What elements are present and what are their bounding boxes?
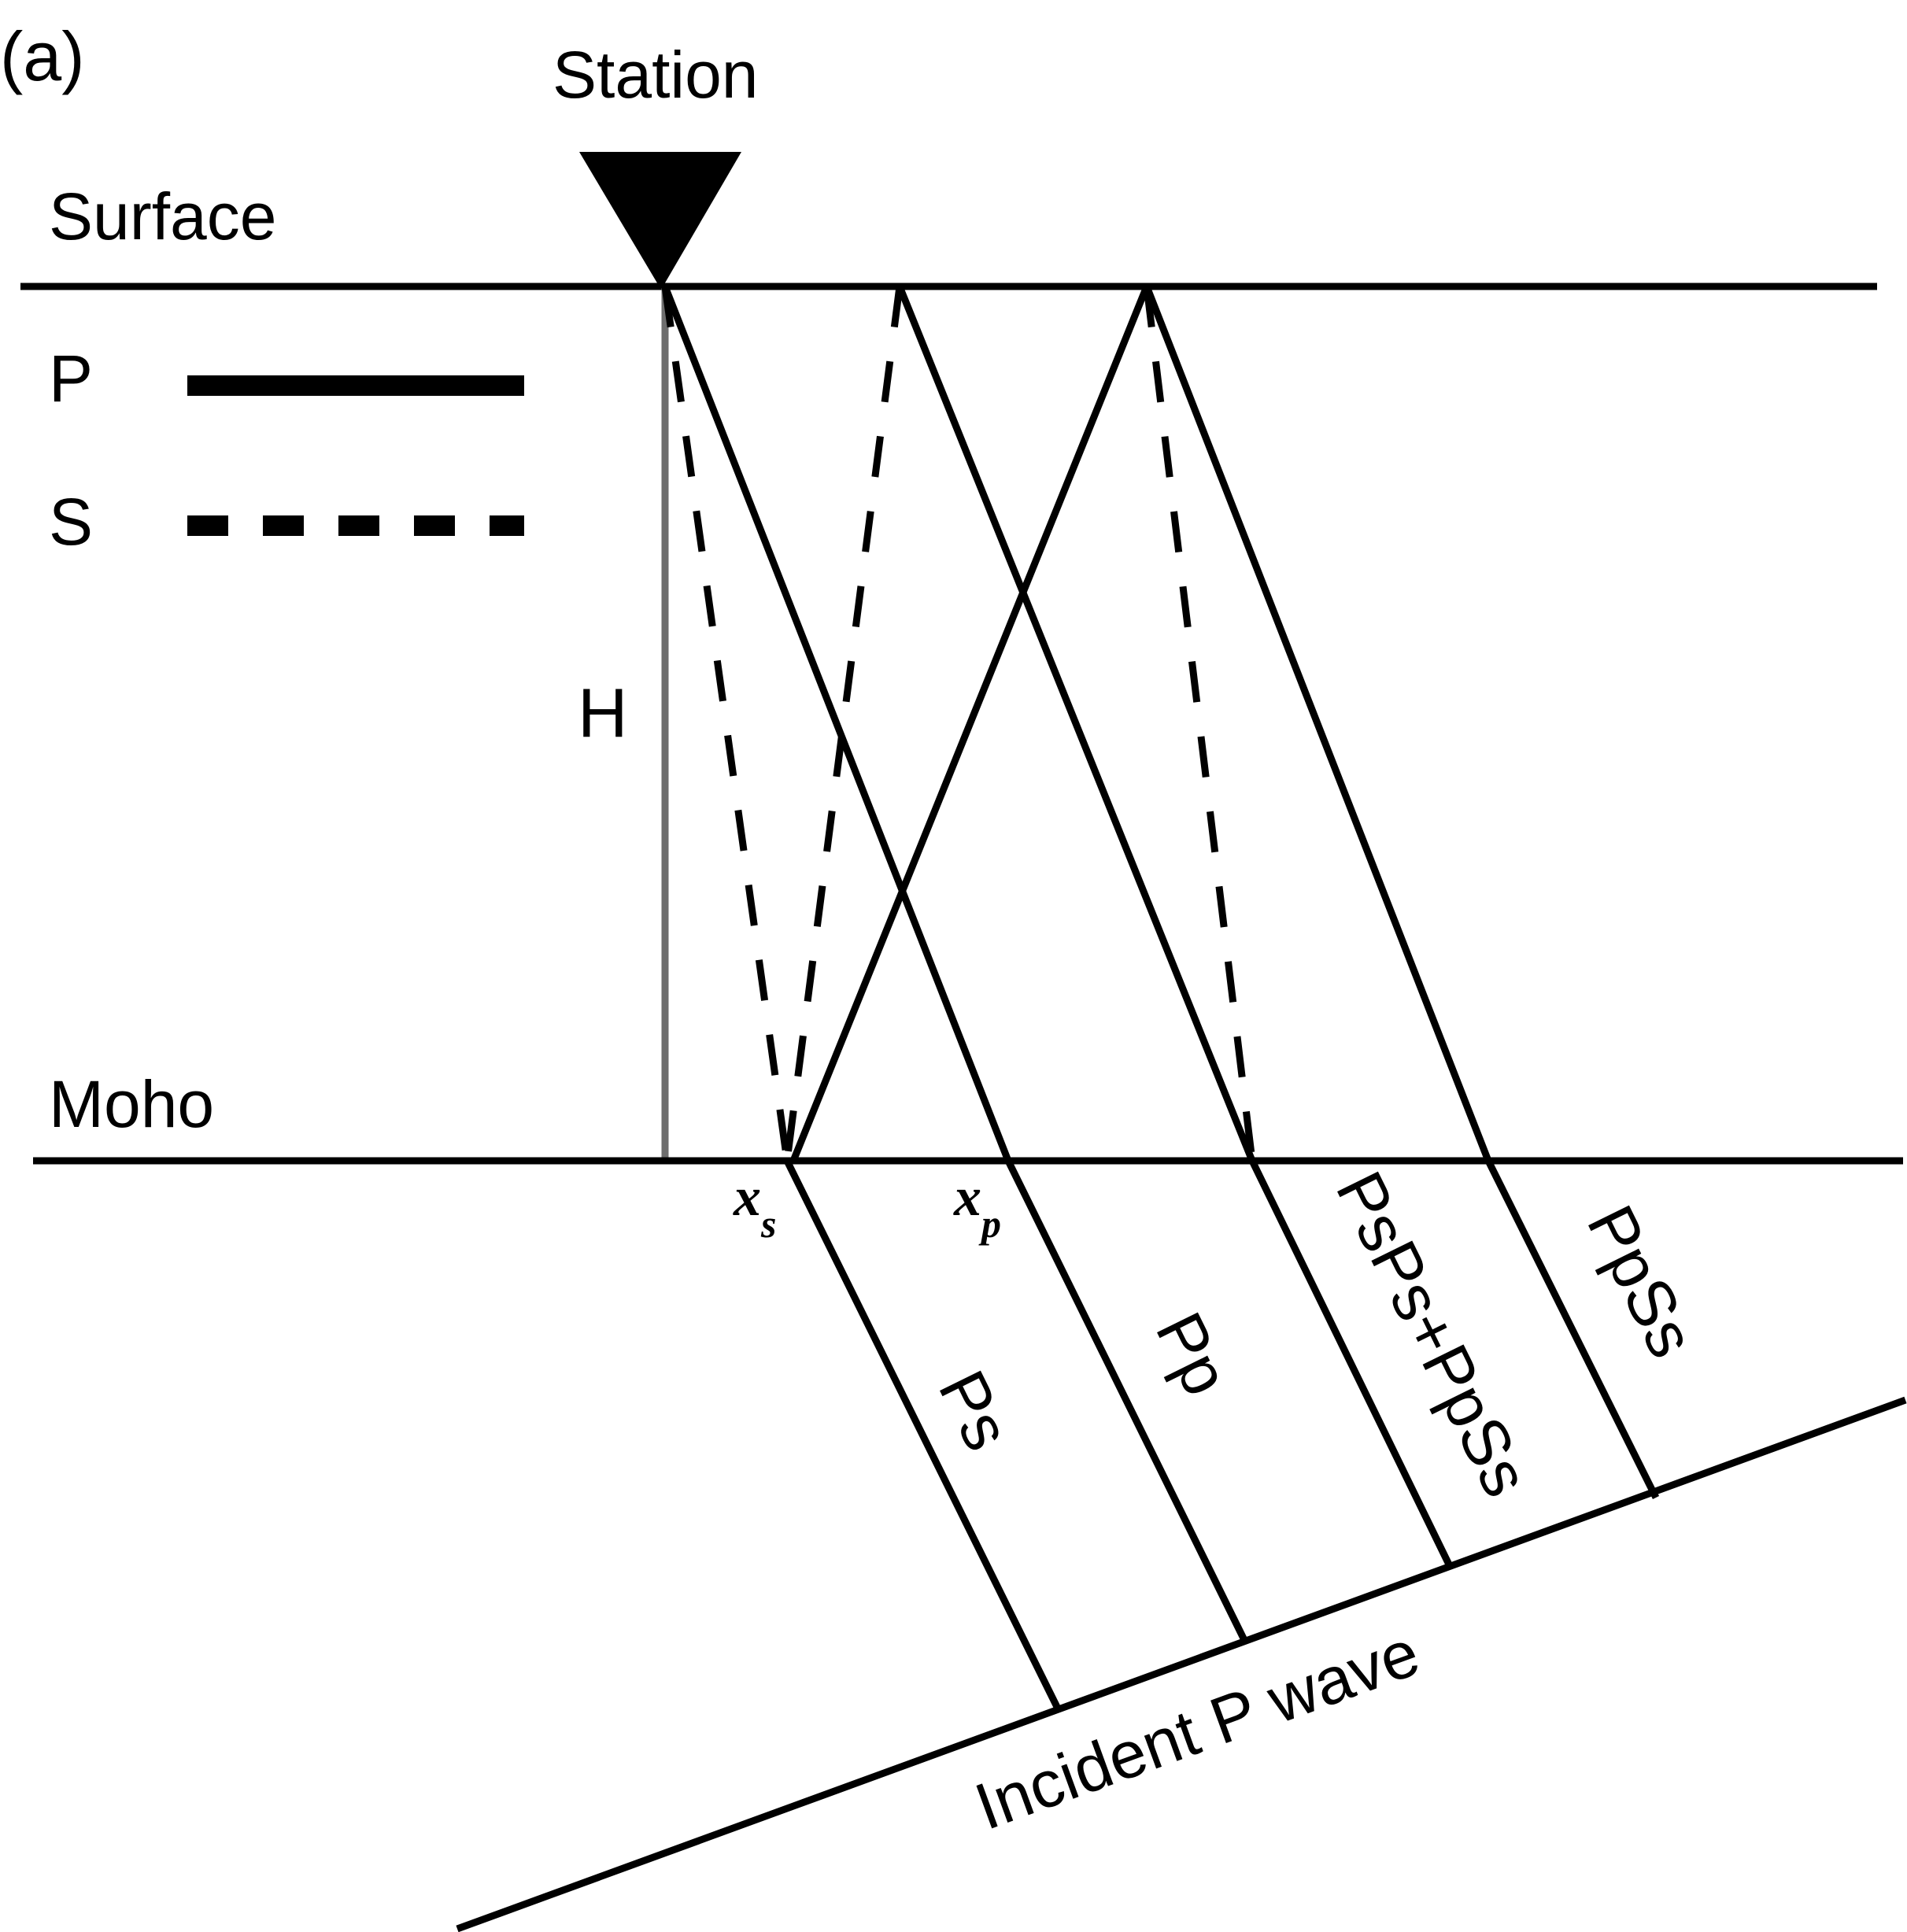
- xs-label: xs: [733, 1167, 776, 1246]
- pp-up-leg: [789, 285, 1151, 1162]
- phase-label-pp: Pp: [1142, 1301, 1244, 1406]
- pp-p-leg: [661, 285, 1012, 1162]
- legend-s-label: S: [49, 485, 93, 559]
- incident-wavefront-line: [456, 1396, 1907, 1932]
- xs-base: x: [733, 1167, 761, 1228]
- ps-s-leg: [661, 286, 791, 1162]
- ray-psps-ppss: [1248, 1159, 1453, 1566]
- pp-down-leg: [896, 285, 1256, 1162]
- station-label: Station: [553, 38, 759, 112]
- xs-sub: s: [760, 1202, 776, 1246]
- ray-pp: [1004, 1159, 1248, 1642]
- xp-label: xp: [953, 1167, 1001, 1246]
- moho-label: Moho: [49, 1067, 214, 1141]
- panel-label: (a): [0, 17, 85, 95]
- incident-label: Incident P wave: [966, 1615, 1428, 1844]
- station-triangle-icon: [579, 152, 741, 290]
- legend-p-label: P: [49, 342, 93, 416]
- ppss-p-leg: [1143, 285, 1492, 1162]
- ray-ppss: [1484, 1158, 1660, 1500]
- ray-ps: [783, 1159, 1061, 1709]
- phase-label-ps: Ps: [925, 1359, 1026, 1461]
- phase-label-ppss: PpSs: [1573, 1194, 1709, 1369]
- crustal-ray-paths: [661, 285, 1492, 1162]
- thickness-label: H: [578, 674, 628, 752]
- incoming-rays: [783, 1158, 1660, 1709]
- xp-base: x: [953, 1167, 981, 1228]
- surface-label: Surface: [49, 179, 277, 253]
- xp-sub: p: [978, 1202, 1001, 1246]
